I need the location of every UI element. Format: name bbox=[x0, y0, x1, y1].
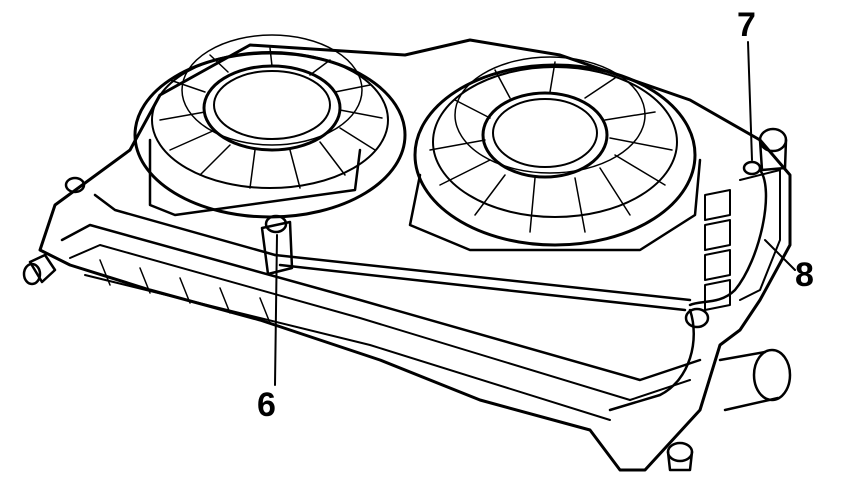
callout-6: 6 bbox=[257, 386, 276, 424]
callout-8: 8 bbox=[795, 256, 814, 294]
lower-left-fitting bbox=[22, 176, 86, 286]
callout-7: 7 bbox=[737, 6, 756, 44]
leader-8 bbox=[764, 239, 796, 271]
upper-right-fitting bbox=[742, 127, 788, 176]
vent-hose bbox=[93, 168, 768, 412]
lower-right-outlet bbox=[684, 307, 792, 412]
leader-lines bbox=[274, 41, 796, 386]
right-side-fins bbox=[704, 169, 781, 311]
hose-clip-6 bbox=[260, 214, 294, 276]
right-fan bbox=[408, 56, 702, 252]
radiator-frame bbox=[38, 38, 792, 472]
leader-6 bbox=[274, 234, 278, 386]
lower-right-foot bbox=[666, 441, 694, 472]
leader-7 bbox=[747, 41, 753, 161]
left-fan bbox=[133, 34, 407, 219]
